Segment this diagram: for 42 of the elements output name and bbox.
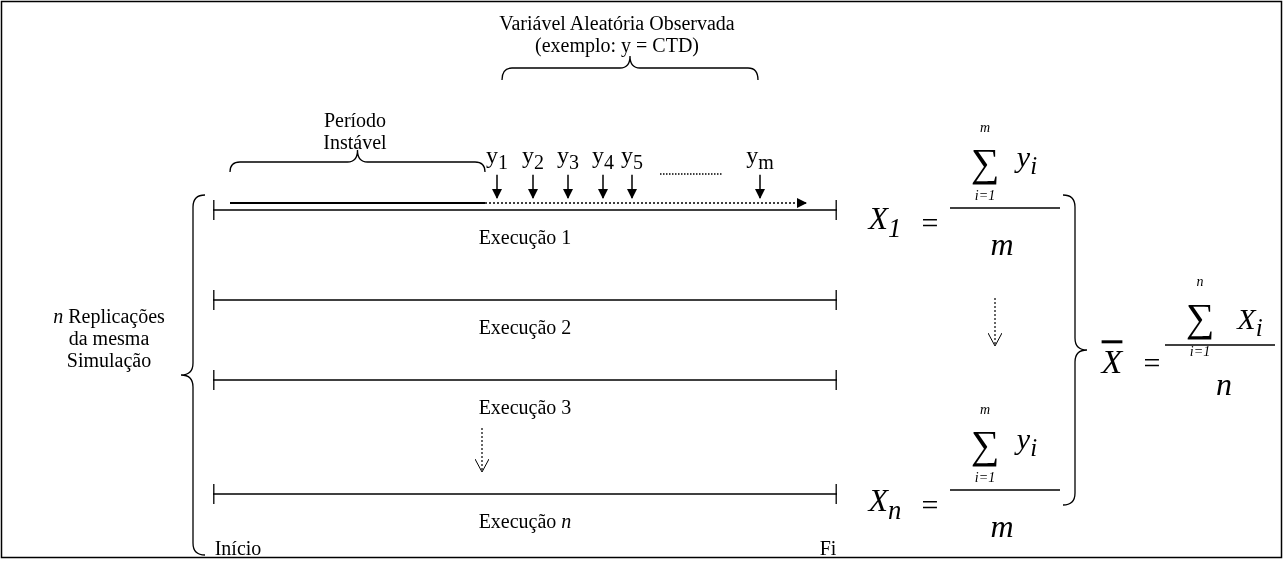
axis-label: Início [214,537,262,559]
variable-label: y$_{2}$ [522,142,544,173]
run-label: Execução 1 [477,226,573,248]
formula-operator: = [921,205,939,239]
annotation-text: n Replicações da mesma Simulação [52,305,166,371]
formula-term: y$_{i}$ [1016,422,1038,462]
run-label: Execução 2 [477,316,573,338]
formula-term: i=1 [974,188,996,204]
arrow [755,174,765,199]
variable-label: y$_{1}$ [486,142,508,173]
formula-term: m [979,120,991,136]
sum-symbol: ∑ [1185,296,1215,340]
formula-term: X$_{1}$ [868,201,902,243]
run-label: Execução n [477,510,573,532]
run-label: Execução 3 [477,396,573,418]
axis-label: Fi [819,537,837,559]
formula-term: m [990,509,1014,545]
annotation-text: Variável Aleatória Observada (exemplo: y = CTD) [498,12,736,56]
sum-symbol: ∑ [970,141,1000,185]
formula-operator: = [921,487,939,521]
arrow [627,174,637,199]
formula-term: m [990,227,1014,263]
formula-term: X$_{i}$ [1237,302,1263,342]
formula-term: i=1 [974,470,996,486]
arrow [492,174,502,199]
variable-label: y$_{5}$ [621,142,643,173]
formula-term: n [1216,367,1232,403]
arrow [598,174,608,199]
formula-term: X$_{n}$ [868,483,902,525]
arrow [563,174,573,199]
formula-term: i=1 [1189,344,1211,360]
formula-term: n [1196,274,1204,290]
variable-label: y$_{3}$ [557,142,579,173]
sum-symbol: ∑ [970,423,1000,467]
formula-operator: = [1143,345,1161,379]
variable-label: y$_{m}$ [746,142,774,173]
formula-term: X [1101,343,1123,381]
annotation-text: Período Instável [322,109,388,153]
formula-term: y$_{i}$ [1016,140,1038,180]
formula-term: m [979,402,991,418]
arrow [528,174,538,199]
variable-label: y$_{4}$ [592,142,614,173]
